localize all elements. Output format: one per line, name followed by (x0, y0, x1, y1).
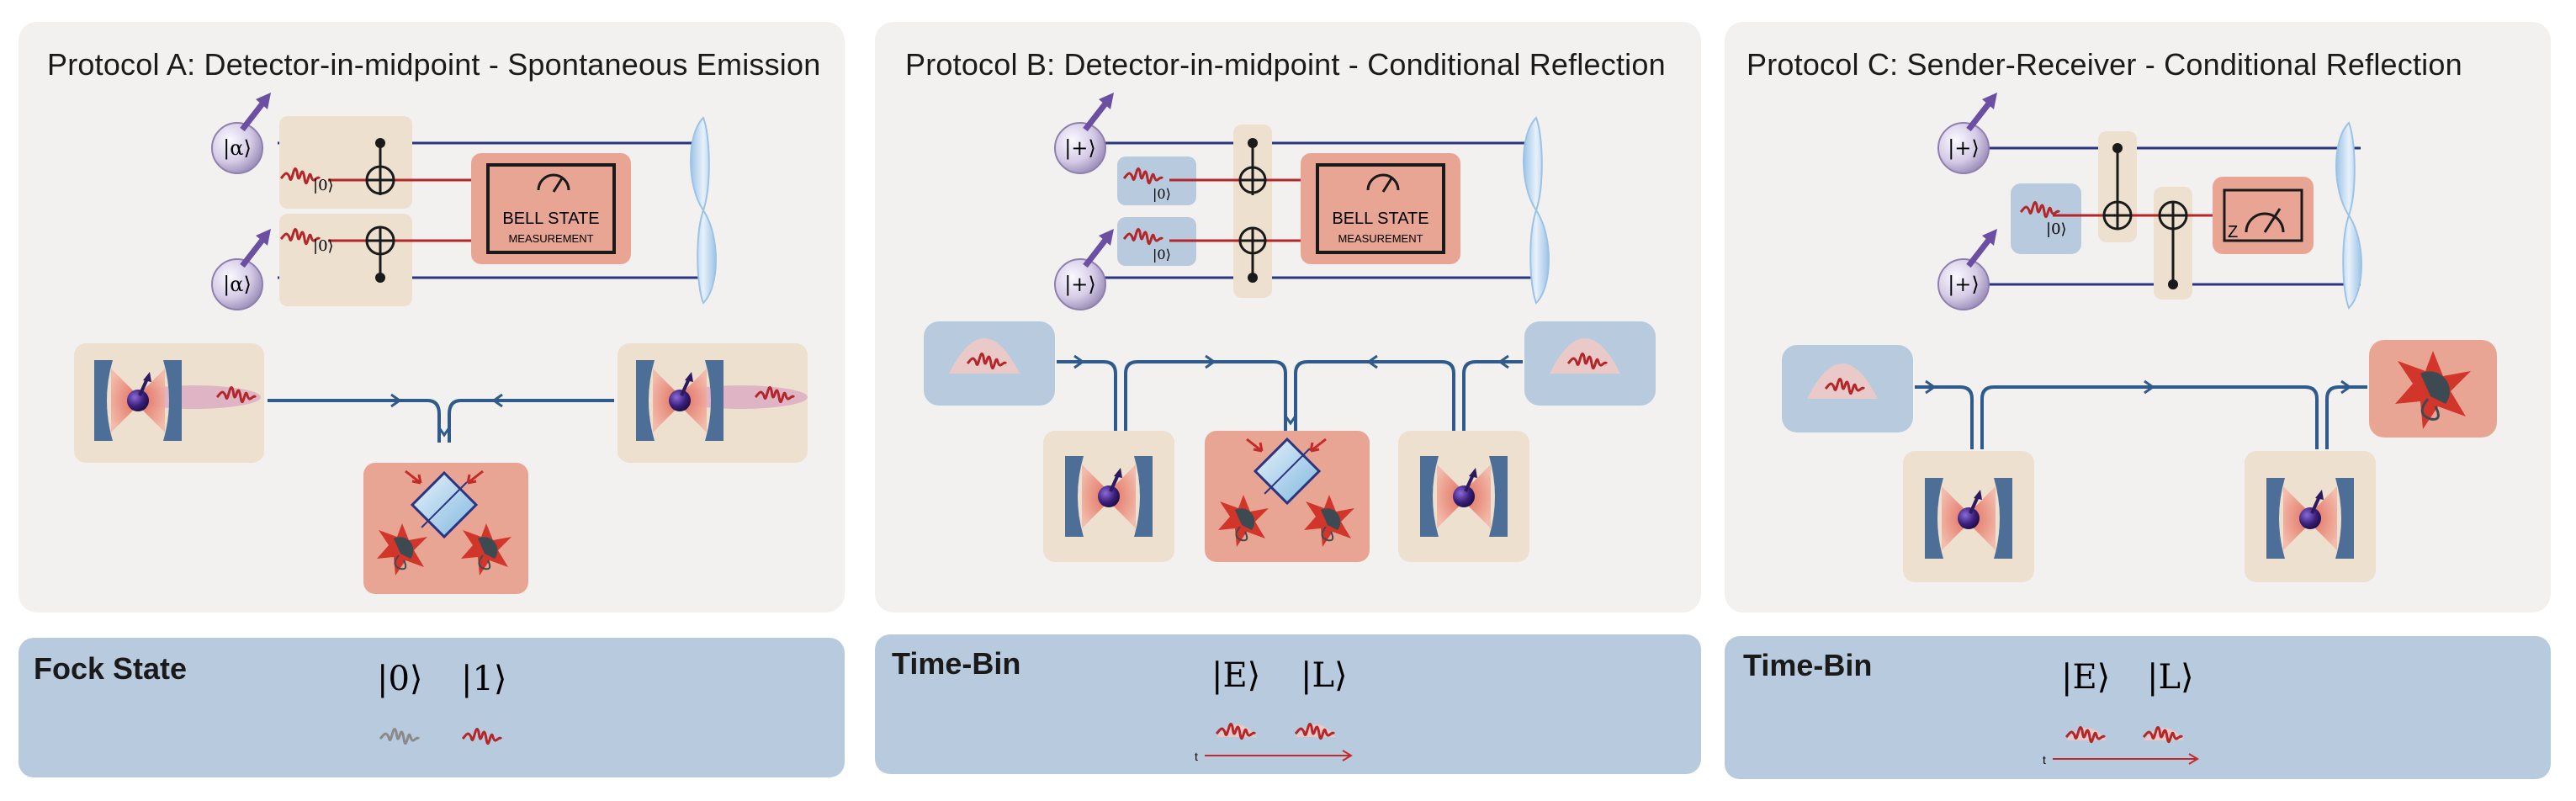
cnot-gate-icon (365, 138, 395, 195)
ket-zero-label: |0⟩ (1153, 247, 1171, 263)
encoding-box-b (875, 634, 1701, 774)
cnot-gate-icon (1238, 226, 1267, 283)
encoding-box-a (19, 638, 845, 777)
encoding-box-c (1725, 636, 2551, 779)
cnot-gate-icon (1238, 138, 1267, 195)
z-label: Z (2228, 223, 2238, 241)
ket-zero-label: |0⟩ (313, 237, 334, 255)
ket-zero-label: |0⟩ (2046, 220, 2067, 238)
cnot-gate-icon (2158, 200, 2188, 289)
ket-label: |L⟩ (2147, 658, 2194, 697)
ket-zero-label: |0⟩ (313, 177, 334, 194)
encoding-title-a: Fock State (34, 651, 188, 686)
ket-alpha-label: |α⟩ (223, 273, 252, 297)
ket-plus-label: |+⟩ (1064, 136, 1096, 161)
ket-label: |L⟩ (1301, 656, 1348, 695)
bsm-label-line2: MEASUREMENT (1338, 232, 1423, 245)
time-axis-label: t (2043, 753, 2046, 767)
ket-label: |0⟩ (377, 660, 423, 698)
bsm-label-line1: BELL STATE (502, 210, 599, 228)
ket-plus-label: |+⟩ (1948, 136, 1980, 161)
encoding-title-b: Time-Bin (892, 646, 1021, 681)
ket-zero-label: |0⟩ (1153, 186, 1171, 202)
bsm-label-line1: BELL STATE (1332, 210, 1428, 228)
ket-plus-label: |+⟩ (1064, 273, 1096, 297)
bell-measurement-icon: BELL STATE MEASUREMENT (471, 153, 631, 264)
time-axis-label: t (1195, 750, 1198, 763)
beamsplitter-icon (410, 470, 479, 539)
cnot-gate-icon (365, 225, 395, 283)
fiber-right (448, 399, 614, 443)
fiber-left (268, 399, 441, 443)
ket-label: |E⟩ (2061, 658, 2110, 697)
ket-plus-label: |+⟩ (1948, 273, 1980, 297)
bsm-label-line2: MEASUREMENT (508, 232, 593, 245)
protocol-b-title: Protocol B: Detector-in-midpoint - Condi… (905, 47, 1666, 82)
ket-label: |1⟩ (461, 660, 507, 698)
bell-measurement-icon: BELL STATE MEASUREMENT (1301, 153, 1460, 264)
z-meter-icon: Z (2213, 177, 2314, 254)
protocol-a-title: Protocol A: Detector-in-midpoint - Spont… (47, 47, 821, 82)
cnot-gate-icon (2102, 143, 2133, 231)
protocol-c-panel (1725, 22, 2551, 613)
ket-label: |E⟩ (1211, 656, 1260, 695)
ket-alpha-label: |α⟩ (223, 136, 252, 161)
beamsplitter-icon (1253, 437, 1322, 506)
encoding-title-c: Time-Bin (1743, 648, 1873, 682)
protocol-c-title: Protocol C: Sender-Receiver - Conditiona… (1746, 47, 2462, 82)
